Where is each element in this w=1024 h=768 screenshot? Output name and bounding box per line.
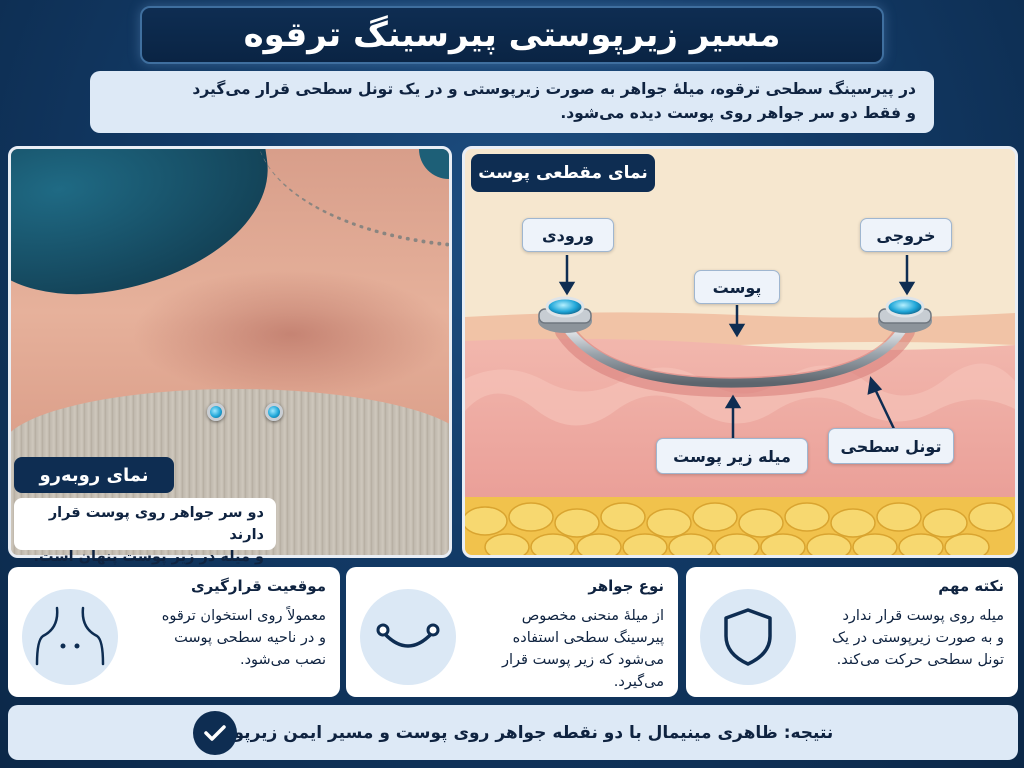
card-placement-line: و در ناحیه سطحی پوست xyxy=(174,630,326,646)
clavicle-shading xyxy=(131,269,449,399)
necklace-chain xyxy=(256,149,449,249)
exit-callout-text: خروجی xyxy=(876,225,936,245)
bar-callout: میله زیر پوست xyxy=(656,438,808,474)
card-jewel-type-title: نوع جواهر xyxy=(588,577,664,595)
cross-section-diagram xyxy=(462,146,1018,558)
card-jewel-type-line: می‌شود که زیر پوست قرار می‌گیرد. xyxy=(502,652,664,690)
shield-icon xyxy=(700,589,796,685)
result-text: نتیجه: ظاهری مینیمال با دو نقطه جواهر رو… xyxy=(192,722,834,743)
fat-cells xyxy=(465,502,1014,555)
cross-section-svg xyxy=(465,255,1015,555)
front-caption-line-2: و میله در زیر پوست پنهان است. xyxy=(33,549,265,565)
subdermal-bar xyxy=(560,320,910,388)
intro-line-1: در پیرسینگ سطحی ترقوه، میلهٔ جواهر به صو… xyxy=(192,80,916,98)
card-placement-title: موقعیت قرارگیری xyxy=(190,577,326,595)
card-important-note: نکته مهم میله روی پوست قرار ندارد و به ص… xyxy=(686,567,1018,697)
front-view-label-text: نمای روبه‌رو xyxy=(39,464,149,486)
card-placement-text: معمولاً روی استخوان ترقوه و در ناحیه سطح… xyxy=(146,605,326,671)
exit-jewel xyxy=(878,296,932,333)
exit-callout: خروجی xyxy=(860,218,952,252)
card-jewel-type: نوع جواهر از میلهٔ منحنی مخصوص پیرسینگ س… xyxy=(346,567,678,697)
curved-bar-icon xyxy=(360,589,456,685)
bar-callout-text: میله زیر پوست xyxy=(673,446,791,466)
tunnel-callout-text: تونل سطحی xyxy=(840,436,942,456)
skin-callout: پوست xyxy=(694,270,780,304)
card-important-note-line: و به صورت زیرپوستی در یک xyxy=(832,630,1004,646)
front-caption-line-1: دو سر جواهر روی پوست قرار دارند xyxy=(48,505,264,543)
front-view-photo xyxy=(8,146,452,558)
jewel-top-left xyxy=(207,403,225,421)
card-placement-line: معمولاً روی استخوان ترقوه xyxy=(161,608,326,624)
front-view-caption: دو سر جواهر روی پوست قرار دارند و میله د… xyxy=(14,498,276,565)
card-jewel-type-line: از میلهٔ منحنی مخصوص xyxy=(521,608,664,624)
page-title-text: مسیر زیرپوستی پیرسینگ ترقوه xyxy=(243,15,781,55)
cross-section-label: نمای مقطعی پوست xyxy=(471,154,655,192)
result-bar: نتیجه: ظاهری مینیمال با دو نقطه جواهر رو… xyxy=(8,705,1018,760)
cross-section-label-text: نمای مقطعی پوست xyxy=(478,163,648,183)
card-jewel-type-line: پیرسینگ سطحی استفاده xyxy=(512,630,664,646)
page-title: مسیر زیرپوستی پیرسینگ ترقوه xyxy=(140,6,884,64)
callout-arrows xyxy=(558,255,916,441)
card-placement-line: نصب می‌شود. xyxy=(239,652,326,668)
jewel-top-right xyxy=(265,403,283,421)
card-placement: موقعیت قرارگیری معمولاً روی استخوان ترقو… xyxy=(8,567,340,697)
card-important-note-line: میله روی پوست قرار ندارد xyxy=(842,608,1004,624)
card-jewel-type-text: از میلهٔ منحنی مخصوص پیرسینگ سطحی استفاد… xyxy=(484,605,664,693)
skin-callout-text: پوست xyxy=(712,277,762,297)
entry-jewel xyxy=(538,296,592,333)
card-important-note-text: میله روی پوست قرار ندارد و به صورت زیرپو… xyxy=(824,605,1004,671)
neck-icon xyxy=(22,589,118,685)
intro-line-2: و فقط دو سر جواهر روی پوست دیده می‌شود. xyxy=(560,104,916,122)
entry-callout: ورودی xyxy=(522,218,614,252)
check-icon xyxy=(193,711,237,755)
tunnel-callout: تونل سطحی xyxy=(828,428,954,464)
intro-box: در پیرسینگ سطحی ترقوه، میلهٔ جواهر به صو… xyxy=(90,71,934,133)
card-important-note-title: نکته مهم xyxy=(938,577,1004,595)
entry-callout-text: ورودی xyxy=(542,225,594,245)
card-important-note-line: تونل سطحی حرکت می‌کند. xyxy=(836,652,1004,668)
front-view-label: نمای روبه‌رو xyxy=(14,457,174,493)
